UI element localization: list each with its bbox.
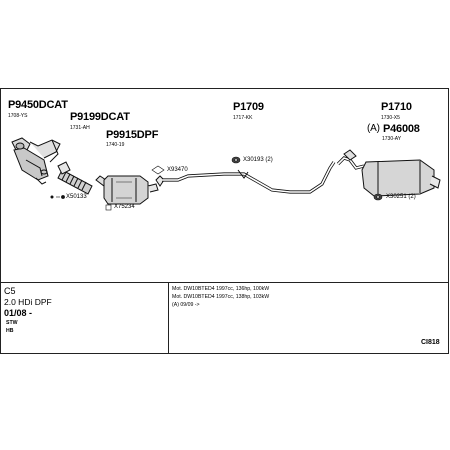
dpf-part	[95, 175, 159, 205]
part-ref-p9450dcat: 1708-YS	[8, 113, 28, 119]
engine-note-1: Mot. DW10BTED4 1997cc, 136hp, 100kW	[172, 286, 270, 292]
clamp-symbol-x50133	[50, 195, 65, 199]
part-number-p1710: P1710	[381, 101, 412, 113]
engine-note-3: (A) 09/09 ->	[172, 302, 200, 308]
gasket-symbol-x93470	[151, 165, 165, 175]
fitting-label-x93470: X93470	[167, 167, 188, 173]
part-ref-p46008: 1730-AY	[382, 136, 402, 142]
part-number-p46008: P46008	[383, 123, 420, 135]
part-number-p9450dcat: P9450DCAT	[8, 99, 68, 111]
flex-pipe-part	[57, 161, 93, 195]
center-pipe-part	[155, 161, 336, 194]
part-ref-p9199dcat: 1731-AH	[70, 125, 90, 131]
variant-marker-a: (A)	[367, 123, 380, 134]
part-number-p9915dpf: P9915DPF	[106, 129, 159, 141]
part-ref-p1710: 1730-X5	[381, 115, 400, 121]
fitting-label-x30251: X30251 (2)	[386, 194, 416, 200]
part-number-p9199dcat: P9199DCAT	[70, 111, 130, 123]
info-divider-vertical	[168, 282, 169, 354]
sensor-symbol-x75234	[105, 203, 112, 211]
gasket-symbol-x30251	[373, 193, 383, 201]
vehicle-model: C5	[4, 286, 16, 296]
fitting-label-x75234: X75234	[114, 204, 135, 210]
diagram-frame	[0, 88, 449, 354]
engine-note-2: Mot. DW10BTED4 1997cc, 138hp, 103kW	[172, 294, 270, 300]
fitting-label-x30193: X30193 (2)	[243, 157, 273, 163]
part-ref-p1709: 1717-KK	[233, 115, 253, 121]
gasket-symbol-x30193	[231, 156, 241, 164]
vehicle-engine: 2.0 HDi DPF	[4, 297, 52, 307]
rear-muffler-part	[336, 149, 441, 197]
vehicle-date: 01/08 -	[4, 308, 33, 318]
vehicle-body-stw: STW	[6, 320, 18, 326]
diagram-code: CI818	[421, 339, 440, 346]
manifold-catalyst-part	[11, 137, 61, 185]
part-ref-p9915dpf: 1740-19	[106, 142, 125, 148]
vehicle-body-hb: HB	[6, 328, 14, 334]
part-number-p1709: P1709	[233, 101, 264, 113]
info-divider-horizontal	[0, 282, 449, 283]
fitting-label-x50133: X50133	[66, 194, 87, 200]
